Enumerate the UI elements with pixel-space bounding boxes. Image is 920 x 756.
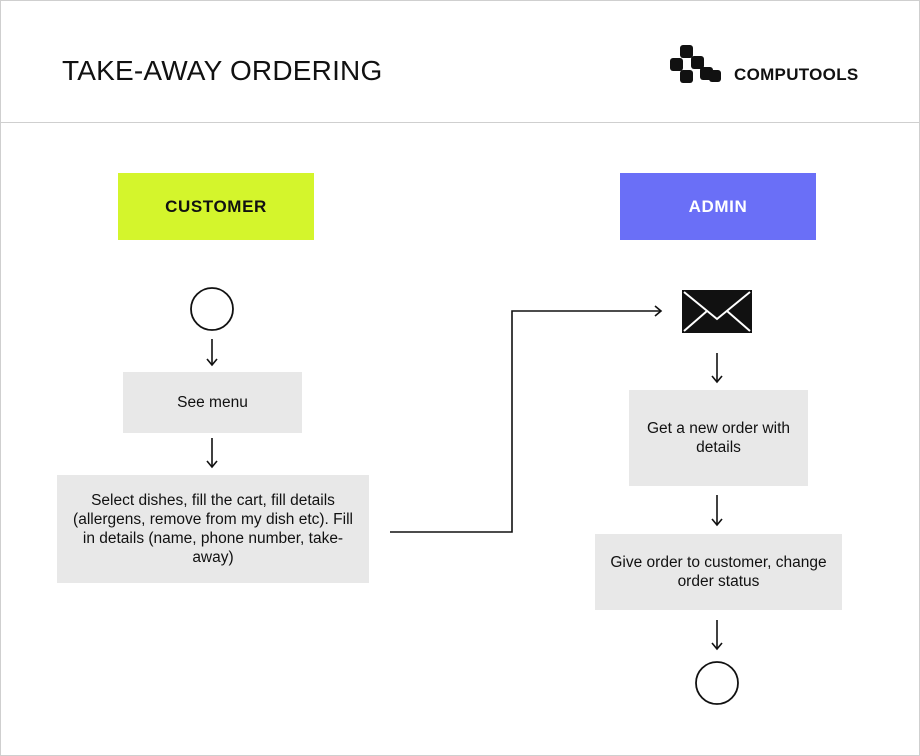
page-title: TAKE-AWAY ORDERING — [62, 55, 383, 86]
start-node — [190, 287, 234, 331]
end-node — [695, 661, 739, 705]
lane-header-customer: CUSTOMER — [118, 173, 314, 240]
step-get-new-order: Get a new order with details — [629, 390, 808, 486]
envelope-icon — [682, 290, 752, 333]
header-bar: TAKE-AWAY ORDERING COMPUTOOLS — [1, 1, 919, 123]
brand-name: COMPUTOOLS — [734, 65, 859, 84]
step-give-order: Give order to customer, change order sta… — [595, 534, 842, 610]
lane-header-admin: ADMIN — [620, 173, 816, 240]
arrow-order-to-admin — [390, 305, 663, 533]
step-see-menu: See menu — [123, 372, 302, 433]
step-select-dishes: Select dishes, fill the cart, fill detai… — [57, 475, 369, 583]
computools-logo-icon — [670, 45, 721, 83]
